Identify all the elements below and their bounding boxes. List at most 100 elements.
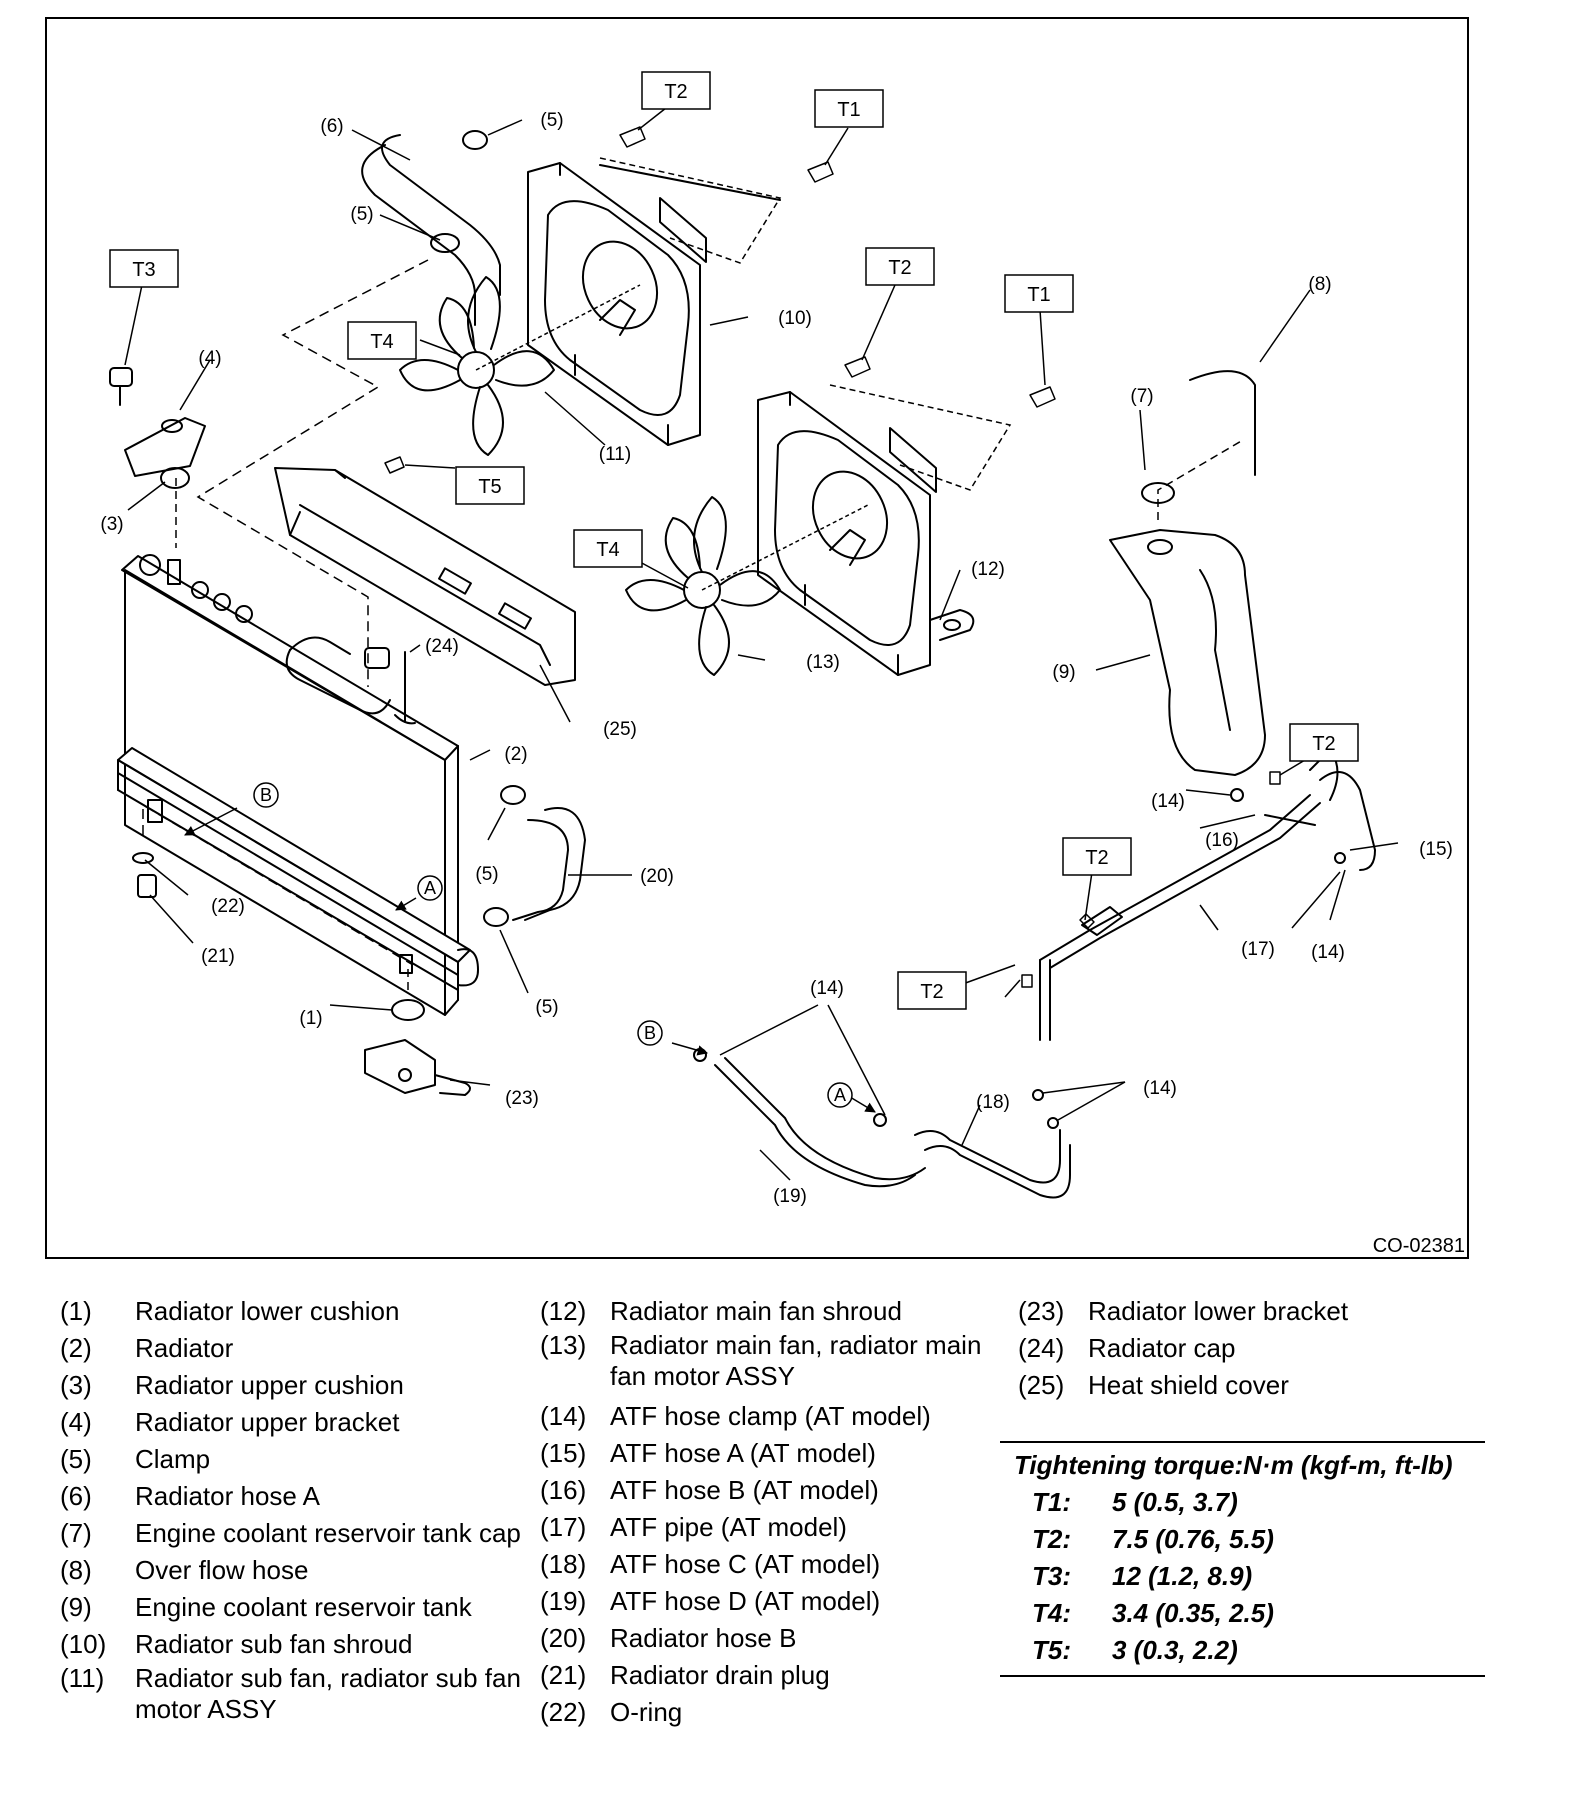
upper-bracket <box>109 367 206 489</box>
drain-plug <box>137 874 157 898</box>
legend-item: (18) ATF hose C (AT model) <box>540 1546 1000 1583</box>
callout-20: (20) <box>640 866 674 887</box>
legend-item: (1) Radiator lower cushion <box>60 1293 525 1330</box>
clamp <box>430 233 460 253</box>
legend-number: (2) <box>60 1333 92 1363</box>
callout-7: (7) <box>1130 386 1153 407</box>
legend-item: (24) Radiator cap <box>1018 1330 1478 1367</box>
legend-item: (23) Radiator lower bracket <box>1018 1293 1478 1330</box>
callout-5: (5) <box>350 204 373 225</box>
torque-heading: Tightening torque:N·m (kgf-m, ft-lb) <box>1014 1450 1453 1480</box>
marker-a: A <box>424 878 436 898</box>
legend-item: (11)Radiator sub fan, radiator sub fan m… <box>60 1663 525 1725</box>
atf-pipe <box>693 749 1376 1199</box>
legend-number: (5) <box>60 1444 92 1474</box>
legend-description: Radiator lower cushion <box>135 1296 400 1326</box>
torque-tag-t2: T2 <box>1312 733 1335 755</box>
legend-item: (8)Over flow hose <box>60 1552 525 1589</box>
legend-description: ATF hose D (AT model) <box>610 1586 881 1616</box>
legend-item: (13)Radiator main fan, radiator main fan… <box>540 1330 1000 1392</box>
legend-description: ATF hose C (AT model) <box>610 1549 881 1579</box>
legend-description: Engine coolant reservoir tank <box>135 1592 472 1622</box>
torque-tag-t2: T2 <box>664 81 687 103</box>
legend-description: Heat shield cover <box>1088 1370 1289 1400</box>
torque-tag-t2: T2 <box>920 981 943 1003</box>
flow-markers: B A B A <box>253 782 853 1108</box>
legend-column-3: (23) Radiator lower bracket (24) Radiator … <box>1018 1293 1478 1404</box>
radiator-cap <box>364 647 390 669</box>
legend-item: (25) Heat shield cover <box>1018 1367 1478 1404</box>
callout-25: (25) <box>603 719 637 740</box>
callouts: (6) (5) (5) (4) (3) (10) (11) (8) (7) (1… <box>100 110 1453 1207</box>
torque-row: T3: 12 (1.2, 8.9) <box>1000 1558 1485 1595</box>
legend-description: Radiator hose B <box>610 1623 797 1653</box>
legend-number: (15) <box>540 1438 587 1468</box>
legend-item: (10)Radiator sub fan shroud <box>60 1626 525 1663</box>
legend-number: (4) <box>60 1407 92 1437</box>
legend-item: (16)ATF hose B (AT model) <box>540 1472 1000 1509</box>
legend-item: (21)Radiator drain plug <box>540 1657 1000 1694</box>
legend-number: (3) <box>60 1370 92 1400</box>
callout-13: (13) <box>806 652 840 673</box>
legend-description: Radiator upper bracket <box>135 1407 400 1437</box>
torque-tag-t1: T1 <box>837 99 860 121</box>
legend-number: (8) <box>60 1555 92 1585</box>
legend-number: (1) <box>60 1296 92 1326</box>
heat-shield-cover <box>274 467 576 686</box>
legend-number: (17) <box>540 1512 587 1542</box>
callout-14: (14) <box>1151 791 1185 812</box>
legend-number: (18) <box>540 1549 587 1579</box>
main-fan <box>625 496 781 676</box>
radiator-hose-b <box>524 807 586 921</box>
legend-number: (6) <box>60 1481 92 1511</box>
legend-description: ATF hose B (AT model) <box>610 1475 879 1505</box>
legend-item: (7)Engine coolant reservoir tank cap <box>60 1515 525 1552</box>
legend-item: (9) Engine coolant reservoir tank <box>60 1589 525 1626</box>
legend-number: (24) <box>1018 1333 1065 1363</box>
torque-tag-t2: T2 <box>888 257 911 279</box>
torque-table: Tightening torque:N·m (kgf-m, ft-lb) T1:… <box>1000 1441 1485 1677</box>
torque-tag-t4: T4 <box>370 331 393 353</box>
clamp <box>483 907 509 927</box>
callout-24: (24) <box>425 636 459 657</box>
overflow-hose <box>1189 370 1256 476</box>
legend-number: (20) <box>540 1623 587 1653</box>
legend-number: (19) <box>540 1586 587 1616</box>
torque-value: 3.4 (0.35, 2.5) <box>1112 1598 1274 1628</box>
sub-fan <box>399 276 555 456</box>
torque-tag-t4: T4 <box>596 539 619 561</box>
torque-value: 5 (0.5, 3.7) <box>1112 1487 1238 1517</box>
callout-16: (16) <box>1205 830 1239 851</box>
torque-row: T4: 3.4 (0.35, 2.5) <box>1000 1595 1485 1632</box>
legend-number: (23) <box>1018 1296 1065 1326</box>
legend-number: (21) <box>540 1660 587 1690</box>
callout-11: (11) <box>599 444 631 465</box>
marker-b: B <box>644 1023 656 1043</box>
torque-value: 12 (1.2, 8.9) <box>1112 1561 1253 1591</box>
legend-description: O-ring <box>610 1697 683 1727</box>
legend-item: (22)O-ring <box>540 1694 1000 1731</box>
torque-key: T3: <box>1032 1561 1071 1591</box>
legend-number: (25) <box>1018 1370 1065 1400</box>
callout-8: (8) <box>1308 274 1331 295</box>
legend-column-2: (12)Radiator main fan shroud (13)Radiato… <box>540 1293 1000 1731</box>
torque-tags: T2 T1 T3 T4 T2 T1 T5 T4 T2 T2 T2 <box>109 71 1359 1010</box>
legend-description: Radiator lower bracket <box>1088 1296 1349 1326</box>
legend-item: (20) Radiator hose B <box>540 1620 1000 1657</box>
legend-description: Radiator sub fan shroud <box>135 1629 413 1659</box>
legend-description: Radiator main fan shroud <box>610 1296 902 1326</box>
callout-14: (14) <box>1311 942 1345 963</box>
legend-item: (3)Radiator upper cushion <box>60 1367 525 1404</box>
figure-code: CO-02381 <box>1373 1235 1465 1257</box>
callout-10: (10) <box>778 308 812 329</box>
callout-18: (18) <box>976 1092 1010 1113</box>
legend-description: Clamp <box>135 1444 211 1474</box>
callout-21: (21) <box>201 946 235 967</box>
torque-key: T4: <box>1032 1598 1071 1628</box>
marker-b: B <box>260 785 272 805</box>
legend-item: (6)Radiator hose A <box>60 1478 525 1515</box>
o-ring <box>132 852 154 864</box>
legend-description: Radiator cap <box>1088 1333 1236 1363</box>
legend-item: (12)Radiator main fan shroud <box>540 1293 1000 1330</box>
legend-number: (9) <box>60 1592 92 1622</box>
